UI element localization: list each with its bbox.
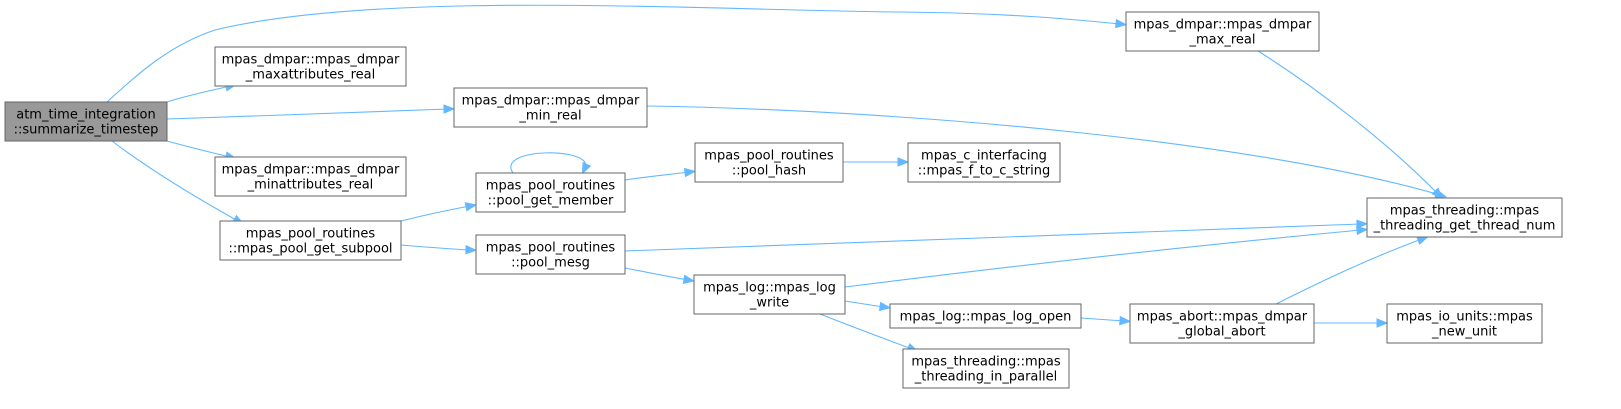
edge-maxreal-to-threadnum xyxy=(1257,50,1444,200)
node-label: _new_unit xyxy=(1431,325,1497,340)
node-logwrite[interactable]: mpas_log::mpas_log_write xyxy=(693,274,846,315)
node-ftoc[interactable]: mpas_c_interfacing::mpas_f_to_c_string xyxy=(907,142,1061,183)
node-newunit[interactable]: mpas_io_units::mpas_new_unit xyxy=(1386,303,1543,344)
node-box xyxy=(214,156,407,197)
node-label: _write xyxy=(749,296,789,311)
node-label: _threading_get_thread_num xyxy=(1373,219,1556,234)
node-box xyxy=(889,303,1082,329)
edge-getsub-to-mesg xyxy=(400,244,478,255)
node-label: mpas_dmpar::mpas_dmpar xyxy=(462,94,640,109)
node-maxreal[interactable]: mpas_dmpar::mpas_dmpar_max_real xyxy=(1125,11,1320,52)
node-label: ::summarize_timestep xyxy=(14,123,159,138)
node-label: _threading_in_parallel xyxy=(914,370,1057,385)
edge-getsub-to-getmember xyxy=(400,202,478,222)
node-root[interactable]: atm_time_integration::summarize_timestep xyxy=(4,101,168,142)
edge-hash-to-ftoc xyxy=(843,157,910,167)
edge-mesg-to-threadnum xyxy=(624,219,1369,252)
node-maxattr[interactable]: mpas_dmpar::mpas_dmpar_maxattributes_rea… xyxy=(214,46,407,87)
node-label: ::pool_mesg xyxy=(511,256,590,271)
node-box xyxy=(694,142,844,183)
node-label: mpas_c_interfacing xyxy=(921,149,1047,164)
edge-mesg-to-logwrite xyxy=(624,267,696,284)
node-label: _maxattributes_real xyxy=(245,68,375,83)
node-label: mpas_log::mpas_log_open xyxy=(900,310,1072,325)
node-label: mpas_dmpar::mpas_dmpar xyxy=(222,163,400,178)
edge-abort-to-newunit xyxy=(1314,318,1389,328)
node-box xyxy=(902,348,1070,389)
node-label: atm_time_integration xyxy=(16,108,156,123)
node-abort[interactable]: mpas_abort::mpas_dmpar_global_abort xyxy=(1129,303,1315,344)
node-box xyxy=(4,101,168,142)
node-box xyxy=(475,234,626,275)
node-label: _minattributes_real xyxy=(247,178,374,193)
node-label: mpas_dmpar::mpas_dmpar xyxy=(1134,18,1312,33)
node-label: mpas_io_units::mpas xyxy=(1396,310,1533,325)
edge-getmember-to-getmember xyxy=(510,152,592,175)
edge-logwrite-to-threadnum xyxy=(844,225,1369,288)
node-box xyxy=(907,142,1061,183)
node-label: mpas_pool_routines xyxy=(246,227,376,242)
node-label: mpas_threading::mpas xyxy=(911,355,1061,370)
edge-root-to-maxreal xyxy=(106,4,1128,103)
node-label: _max_real xyxy=(1189,33,1256,48)
node-box xyxy=(1125,11,1320,52)
node-box xyxy=(219,220,402,261)
node-label: mpas_threading::mpas xyxy=(1390,204,1540,219)
node-minreal[interactable]: mpas_dmpar::mpas_dmpar_min_real xyxy=(453,87,648,128)
edge-getmember-to-hash xyxy=(624,167,697,181)
node-box xyxy=(1129,303,1315,344)
node-label: mpas_pool_routines xyxy=(704,149,834,164)
node-box xyxy=(1386,303,1543,344)
node-label: mpas_pool_routines xyxy=(486,179,616,194)
node-hash[interactable]: mpas_pool_routines::pool_hash xyxy=(694,142,844,183)
node-label: _min_real xyxy=(518,109,581,124)
node-label: ::mpas_pool_get_subpool xyxy=(228,242,392,257)
node-getsub[interactable]: mpas_pool_routines::mpas_pool_get_subpoo… xyxy=(219,220,402,261)
node-box xyxy=(453,87,648,128)
edge-abort-to-threadnum xyxy=(1275,236,1429,305)
node-label: ::mpas_f_to_c_string xyxy=(918,164,1051,179)
node-label: mpas_log::mpas_log xyxy=(703,281,836,296)
node-box xyxy=(1366,197,1563,238)
node-logopen[interactable]: mpas_log::mpas_log_open xyxy=(889,303,1082,329)
node-minattr[interactable]: mpas_dmpar::mpas_dmpar_minattributes_rea… xyxy=(214,156,407,197)
node-mesg[interactable]: mpas_pool_routines::pool_mesg xyxy=(475,234,626,275)
node-label: mpas_abort::mpas_dmpar xyxy=(1137,310,1308,325)
node-getmember[interactable]: mpas_pool_routines::pool_get_member xyxy=(475,172,626,213)
node-box xyxy=(693,274,846,315)
edge-root-to-minreal xyxy=(166,104,456,120)
node-label: _global_abort xyxy=(1177,325,1265,340)
call-graph-nodes: atm_time_integration::summarize_timestep… xyxy=(4,11,1563,389)
node-label: mpas_pool_routines xyxy=(486,241,616,256)
node-threadnum[interactable]: mpas_threading::mpas_threading_get_threa… xyxy=(1366,197,1563,238)
node-label: ::pool_get_member xyxy=(488,194,614,209)
node-label: mpas_dmpar::mpas_dmpar xyxy=(222,53,400,68)
edge-logopen-to-abort xyxy=(1080,315,1132,326)
node-box xyxy=(214,46,407,87)
edge-logwrite-to-logopen xyxy=(844,300,892,312)
node-inparallel[interactable]: mpas_threading::mpas_threading_in_parall… xyxy=(902,348,1070,389)
node-label: ::pool_hash xyxy=(732,164,806,179)
node-box xyxy=(475,172,626,213)
